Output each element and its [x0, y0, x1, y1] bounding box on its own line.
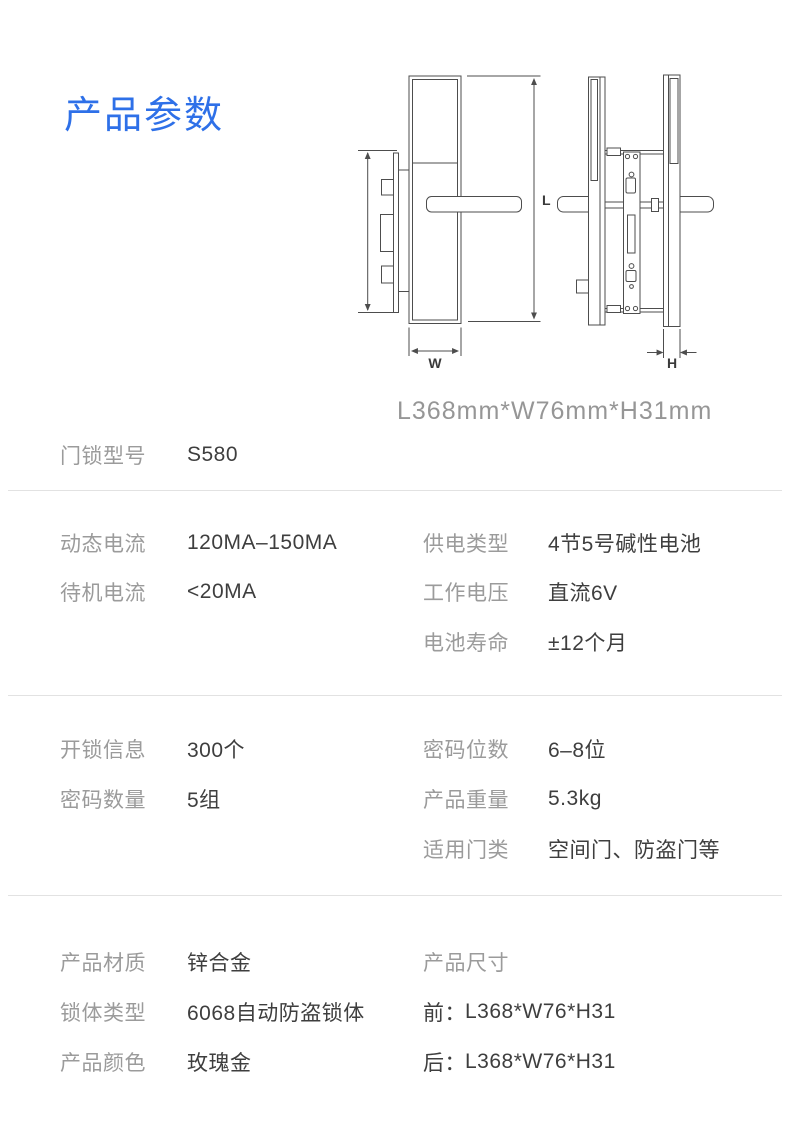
spec-row-battery-life: 电池寿命 ±12个月	[423, 617, 627, 667]
spec-value: L368*W76*H31	[465, 1000, 616, 1023]
spec-label: 待机电流	[60, 582, 146, 605]
spec-row-working-voltage: 工作电压 直流6V	[423, 567, 618, 617]
spec-row-product-color: 产品颜色 玫瑰金	[60, 1037, 252, 1087]
spec-label: 产品材质	[60, 952, 146, 975]
spec-row-dynamic-current: 动态电流 120MA–150MA	[60, 518, 337, 568]
spec-label: 门锁型号	[60, 445, 146, 468]
section-divider	[8, 695, 782, 696]
spec-row-power-type: 供电类型 4节5号碱性电池	[423, 518, 701, 568]
dimension-caption: L368mm*W76mm*H31mm	[397, 397, 713, 425]
spec-value: 空间门、防盗门等	[548, 839, 720, 862]
spec-row-material: 产品材质 锌合金	[60, 937, 252, 987]
spec-value: 120MA–150MA	[187, 531, 338, 554]
spec-label: 产品重量	[423, 789, 509, 812]
spec-label: 工作电压	[423, 582, 509, 605]
spec-label: 供电类型	[423, 533, 509, 556]
spec-value: 4节5号碱性电池	[548, 533, 702, 556]
spec-row-standby-current: 待机电流 <20MA	[60, 567, 257, 617]
dimension-w-label: W	[428, 355, 442, 371]
spec-row-back-size: 后： L368*W76*H31	[423, 1037, 616, 1087]
dimension-l-label: L	[542, 192, 551, 208]
spec-label: 前：	[423, 1002, 466, 1025]
spec-value: 6–8位	[548, 739, 607, 762]
spec-label: 密码数量	[60, 789, 146, 812]
product-dimension-diagram: L W H	[358, 74, 714, 371]
section-divider	[8, 490, 782, 491]
spec-label: 动态电流	[60, 533, 146, 556]
spec-value: 5.3kg	[548, 787, 602, 810]
spec-value: 300个	[187, 739, 246, 762]
dimension-h-label: H	[667, 355, 677, 371]
section-divider	[8, 895, 782, 896]
spec-row-front-size: 前： L368*W76*H31	[423, 987, 616, 1037]
spec-label: 后：	[423, 1052, 466, 1075]
lock-front-view	[358, 75, 541, 356]
lock-side-view	[557, 74, 714, 358]
spec-row-password-count: 密码数量 5组	[60, 774, 221, 824]
spec-value: 锌合金	[187, 952, 252, 975]
spec-row-product-size-header: 产品尺寸	[423, 937, 548, 987]
spec-label: 锁体类型	[60, 1002, 146, 1025]
spec-label: 产品颜色	[60, 1052, 146, 1075]
spec-value: ±12个月	[548, 632, 628, 655]
spec-value: 玫瑰金	[187, 1052, 252, 1075]
spec-row-door-types: 适用门类 空间门、防盗门等	[423, 824, 720, 874]
spec-label: 电池寿命	[423, 632, 509, 655]
spec-value: 6068自动防盗锁体	[187, 1002, 365, 1025]
spec-value: 直流6V	[548, 582, 618, 605]
spec-value: S580	[187, 443, 239, 466]
spec-value: L368*W76*H31	[465, 1050, 616, 1073]
spec-row-product-weight: 产品重量 5.3kg	[423, 774, 602, 824]
spec-label: 开锁信息	[60, 739, 146, 762]
spec-row-password-digits: 密码位数 6–8位	[423, 724, 606, 774]
spec-row-lock-body-type: 锁体类型 6068自动防盗锁体	[60, 987, 365, 1037]
spec-label: 密码位数	[423, 739, 509, 762]
spec-value: 5组	[187, 789, 221, 812]
spec-row-unlock-info: 开锁信息 300个	[60, 724, 245, 774]
spec-label: 产品尺寸	[423, 952, 509, 975]
spec-row-model: 门锁型号 S580	[60, 430, 238, 480]
spec-value: <20MA	[187, 580, 257, 603]
page-title: 产品参数	[64, 95, 225, 137]
spec-label: 适用门类	[423, 839, 509, 862]
